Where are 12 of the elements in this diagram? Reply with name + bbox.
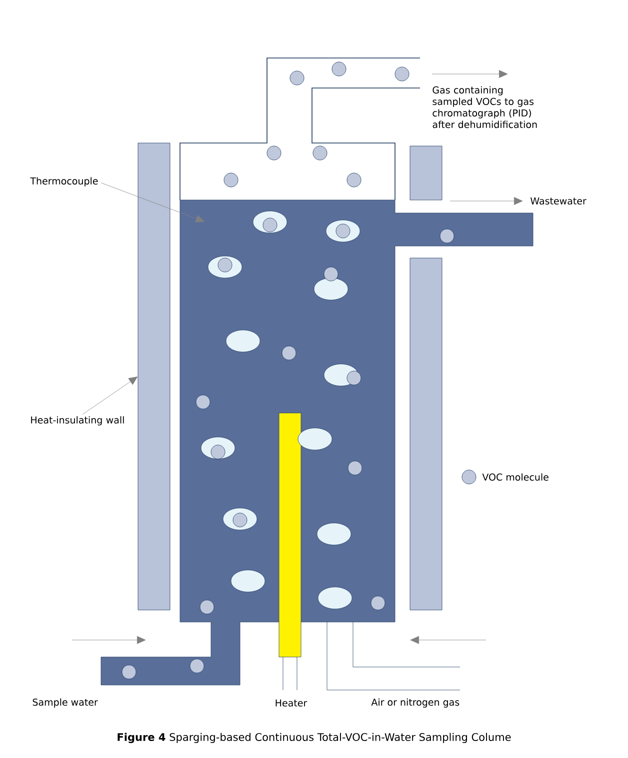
label-text: Wastewater [530,197,586,205]
label-text: Air or nitrogen gas [371,698,460,708]
leader-line [82,376,138,414]
legend-text: VOC molecule [482,473,548,481]
callout-text: Thermocouple [30,177,98,186]
leader-line [101,182,205,222]
label-text: Sample water [32,698,98,708]
insulating-wall [138,142,170,610]
callout-text: Heat-insulating wall [31,416,124,426]
label-text: Gas containing sampled VOCs to gas chromatograph (PID) after dehumidification [432,86,537,128]
caption: Figure 4 Sparging-based Continuous Total-VOC-in-Water Sampling Colume [118,732,511,744]
label-text: Heater [276,699,308,707]
